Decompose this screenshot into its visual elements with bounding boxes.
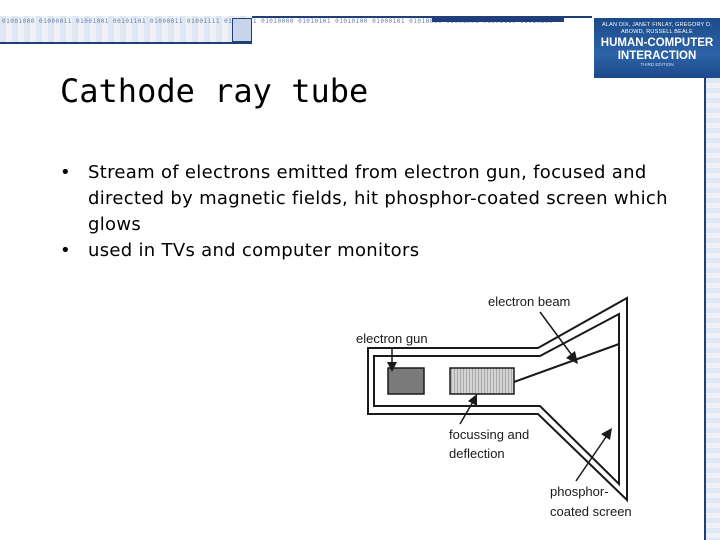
book-authors: ALAN DIX, JANET FINLAY, GREGORY D. ABOWD… [602, 22, 712, 35]
electron-gun-block [387, 367, 425, 395]
label-electron-gun: electron gun [356, 331, 428, 346]
crt-tube-outer-outline [367, 296, 628, 503]
crt-tube-inner-outline [373, 312, 620, 487]
label-focussing-line2: deflection [449, 446, 505, 461]
book-title-line1: HUMAN-COMPUTER [600, 37, 714, 49]
header-square-icon [232, 18, 252, 42]
bullet-item: • used in TVs and computer monitors [60, 238, 670, 264]
book-title-line2: INTERACTION [617, 50, 697, 62]
header-pattern-band: 01001000 01000011 01001001 00101101 0100… [0, 16, 554, 44]
header-rule [252, 16, 592, 18]
bullet-text: Stream of electrons emitted from electro… [88, 162, 668, 235]
header-accent-bar [432, 16, 564, 22]
bullet-list: • Stream of electrons emitted from elect… [60, 160, 670, 264]
book-cover-logo: ALAN DIX, JANET FINLAY, GREGORY D. ABOWD… [594, 18, 720, 78]
bullet-dot: • [60, 240, 71, 261]
label-electron-beam: electron beam [488, 294, 570, 309]
bullet-item: • Stream of electrons emitted from elect… [60, 160, 670, 238]
bullet-dot: • [60, 162, 71, 183]
label-focussing-line1: focussing and [449, 427, 529, 442]
arrow-electron-gun [387, 348, 397, 372]
bullet-text: used in TVs and computer monitors [88, 240, 420, 261]
deflection-plates-block [449, 367, 515, 395]
label-phosphor-line2: coated screen [550, 504, 632, 519]
electron-beam-line [513, 343, 620, 383]
book-edition: THIRD EDITION [640, 62, 674, 67]
right-pattern-strip [704, 78, 720, 540]
arrow-phosphor-screen [575, 428, 612, 482]
arrow-focussing [459, 394, 477, 425]
crt-diagram: electron beam electron gun focussing and… [356, 294, 632, 519]
label-phosphor-line1: phosphor- [550, 484, 609, 499]
arrow-electron-beam [539, 311, 578, 364]
page-title: Cathode ray tube [60, 72, 369, 110]
header-binary-text: 01001000 01000011 01001001 00101101 0100… [2, 18, 554, 25]
